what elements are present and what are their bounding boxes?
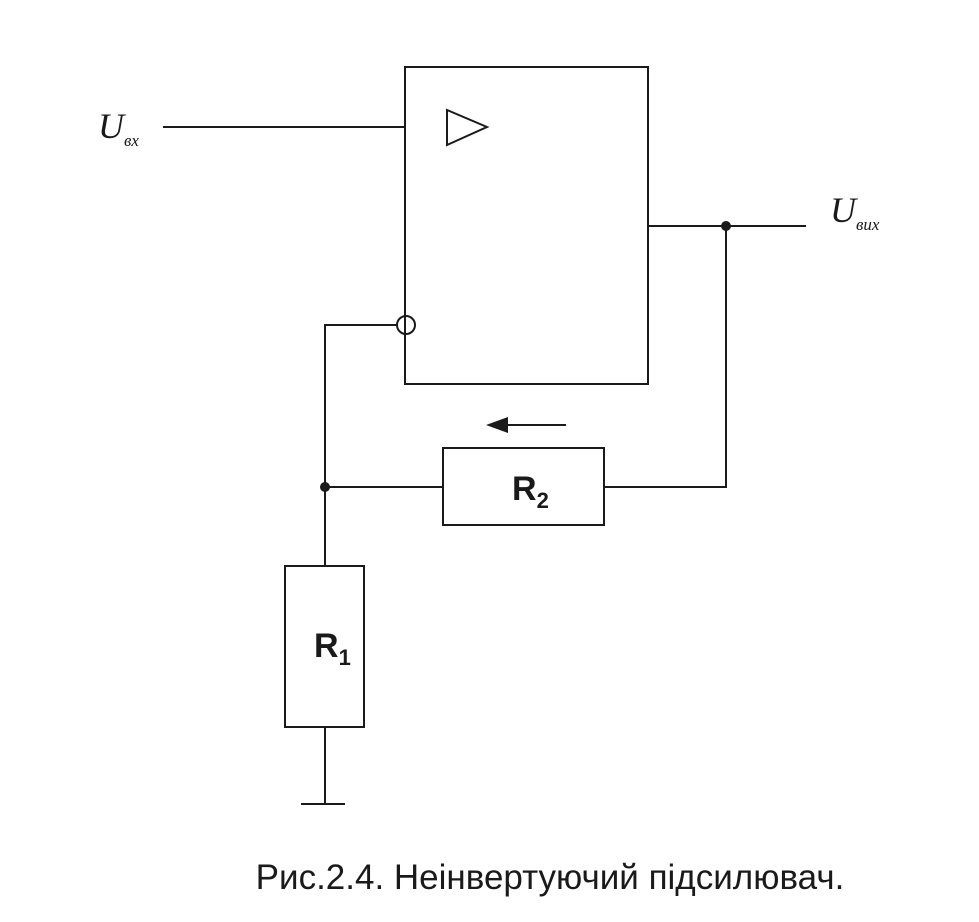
amplifier-triangle-icon [446, 108, 490, 147]
output-feedback-wire [604, 226, 727, 488]
op-amp-body [404, 66, 649, 385]
output-voltage-label: Uвих [830, 190, 880, 234]
arrow-left-icon [486, 417, 508, 433]
figure-caption: Рис.2.4. Неінвертуючий підсилювач. [255, 858, 845, 897]
input-voltage-label: Uвх [98, 106, 139, 150]
r2-label: R2 [512, 470, 549, 513]
r1-label: R1 [314, 627, 351, 670]
inverting-feedback-wire [324, 324, 397, 487]
